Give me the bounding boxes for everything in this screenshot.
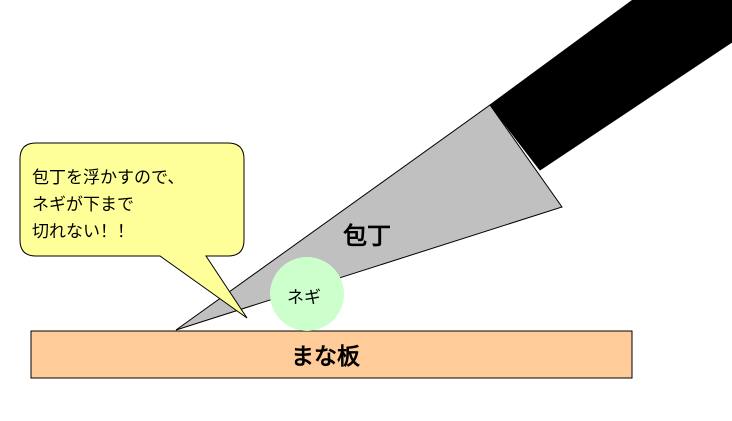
callout-line-3: 切れない！！ bbox=[32, 222, 134, 242]
knife-handle bbox=[489, 0, 732, 171]
knife-label: 包丁 bbox=[343, 222, 391, 250]
cutting-board bbox=[30, 330, 633, 379]
callout-line-1: 包丁を浮かすので、 bbox=[32, 168, 184, 188]
speech-bubble bbox=[19, 142, 248, 319]
green-onion bbox=[270, 257, 344, 331]
onion-label: ネギ bbox=[287, 288, 321, 308]
knife-blade bbox=[175, 104, 563, 331]
board-label: まな板 bbox=[291, 344, 361, 370]
callout-line-2: ネギが下まで bbox=[32, 195, 134, 215]
